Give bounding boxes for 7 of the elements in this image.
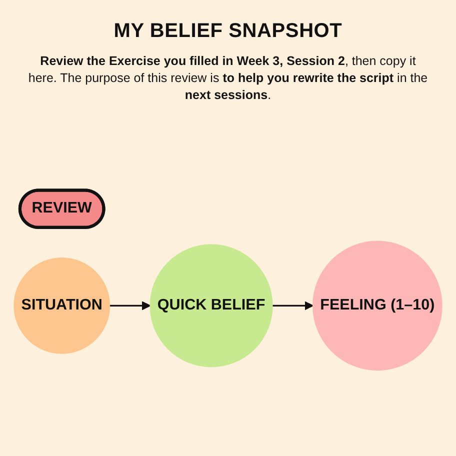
- instruction-text: Review the Exercise you filled in Week 3, Session 2, then copy it here. The purpose of this review is to help you rewrite the script in the next sessions.: [28, 53, 428, 104]
- node-circle: QUICK BELIEF: [150, 244, 273, 367]
- arrow: [110, 300, 151, 310]
- node-circle: FEELING (1–10): [312, 240, 442, 370]
- page-title: MY BELIEF SNAPSHOT: [112, 20, 344, 43]
- node-circle: SITUATION: [14, 257, 110, 354]
- arrow: [272, 300, 314, 310]
